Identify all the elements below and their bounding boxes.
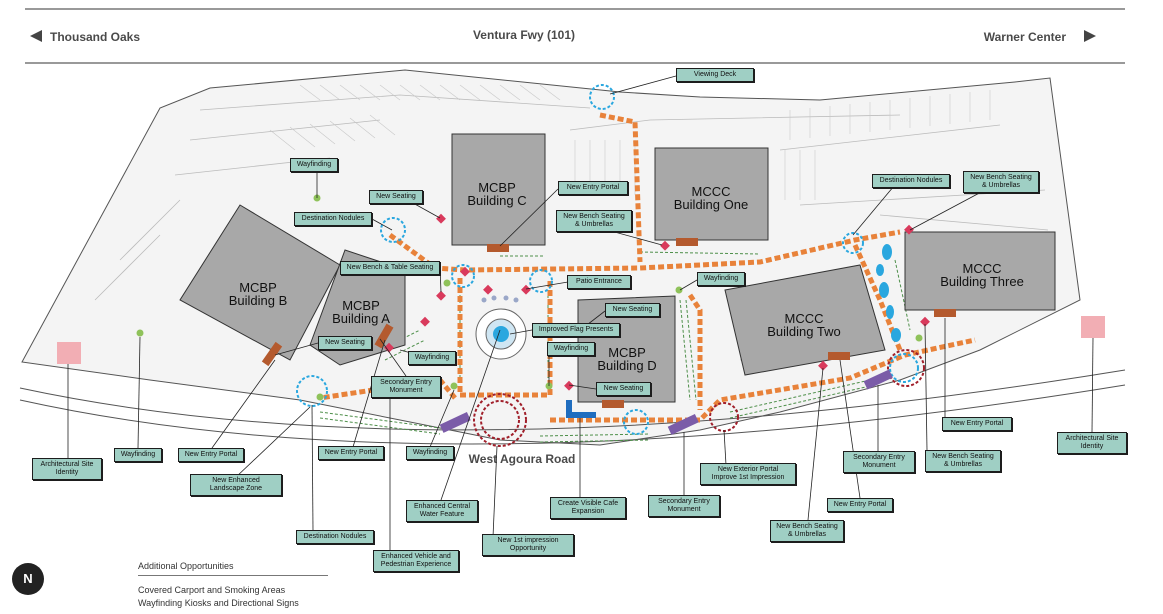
callout-wayfinding-north: Wayfinding <box>290 158 338 172</box>
ventura-fwy-label: Ventura Fwy (101) <box>473 28 575 42</box>
cafe-expansion <box>566 400 596 418</box>
west-agoura-road-label: West Agoura Road <box>469 452 576 466</box>
entry-portals <box>261 238 956 408</box>
building-mccc-two <box>724 264 886 376</box>
mcbp-a-line1: MCBP <box>342 298 380 313</box>
building-mcbp-b <box>179 204 341 361</box>
callout-secondary-entry-monument-west: Secondary Entry Monument <box>371 376 441 398</box>
callout-new-exterior-portal: New Exterior Portal Improve 1st Impressi… <box>700 463 796 485</box>
callout-leaders <box>67 75 1094 550</box>
callout-destination-nodules-south: Destination Nodules <box>296 530 374 544</box>
callout-enhanced-central-water-feature: Enhanced Central Water Feature <box>406 500 478 522</box>
mcbp-a-line2: Building A <box>332 311 390 326</box>
callout-new-entry-portal-a: New Entry Portal <box>318 446 384 460</box>
callout-wayfinding-d: Wayfinding <box>547 342 595 356</box>
mccc-one-line2: Building One <box>674 197 748 212</box>
callout-viewing-deck: Viewing Deck <box>676 68 754 82</box>
opportunities-title: Additional Opportunities <box>138 561 234 571</box>
callout-wayfinding-a: Wayfinding <box>408 351 456 365</box>
callout-enhanced-vehicle-pedestrian: Enhanced Vehicle and Pedestrian Experien… <box>373 550 459 572</box>
opportunity-carport: Covered Carport and Smoking Areas <box>138 585 286 595</box>
building-mccc-one <box>654 147 769 241</box>
right-arrow-icon <box>1084 30 1096 42</box>
callout-patio-entrance: Patio Entrance <box>567 275 631 289</box>
callout-architectural-site-identity-west: Architectural Site Identity <box>32 458 102 480</box>
water-stream <box>876 244 901 342</box>
mcbp-d-line2: Building D <box>597 358 656 373</box>
callout-new-first-impression: New 1st impression Opportunity <box>482 534 574 556</box>
callout-new-entry-portal-two: New Entry Portal <box>827 498 893 512</box>
callout-secondary-entry-monument-south: Secondary Entry Monument <box>648 495 720 517</box>
mccc-three-line2: Building Three <box>940 274 1024 289</box>
callout-architectural-site-identity-east: Architectural Site Identity <box>1057 432 1127 454</box>
callout-destination-nodules-east: Destination Nodules <box>872 174 950 188</box>
opportunities-divider <box>138 575 328 576</box>
callout-bench-seating-three-south: New Bench Seating & Umbrellas <box>925 450 1001 472</box>
site-identity-west <box>57 342 81 364</box>
callout-new-entry-portal-b: New Entry Portal <box>178 448 244 462</box>
mccc-two-line1: MCCC <box>785 311 824 326</box>
parking-stalls <box>269 84 991 200</box>
building-mcbp-c <box>451 133 546 246</box>
mcbp-c-line2: Building C <box>467 193 526 208</box>
mccc-three-line1: MCCC <box>963 261 1002 276</box>
callout-new-seating-b: New Seating <box>318 336 372 350</box>
left-arrow-icon <box>30 30 42 42</box>
callout-new-seating-c: New Seating <box>369 190 423 204</box>
destination-nodules <box>296 84 919 435</box>
mcbp-c-line1: MCBP <box>478 180 516 195</box>
mccc-one-line1: MCCC <box>692 184 731 199</box>
callout-bench-seating-three: New Bench Seating & Umbrellas <box>963 171 1039 193</box>
north-label: N <box>23 571 33 586</box>
mccc-two-line2: Building Two <box>767 324 840 339</box>
seating-markers <box>384 213 930 391</box>
callout-wayfinding-two: Wayfinding <box>697 272 745 286</box>
building-mccc-three <box>904 231 1056 311</box>
building-mcbp-d <box>577 295 676 403</box>
thousand-oaks-label: Thousand Oaks <box>50 30 140 44</box>
callout-enhanced-landscape-zone: New Enhanced Landscape Zone <box>190 474 282 496</box>
callout-cafe-expansion: Create Visible Cafe Expansion <box>550 497 626 519</box>
opportunity-kiosks: Wayfinding Kiosks and Directional Signs <box>138 598 299 608</box>
callout-bench-seating-one: New Bench Seating & Umbrellas <box>556 210 632 232</box>
callout-improved-flag-presents: Improved Flag Presents <box>532 323 620 337</box>
warner-center-label: Warner Center <box>984 30 1067 44</box>
west-agoura-road <box>19 369 1126 445</box>
mcbp-b-line2: Building B <box>229 293 288 308</box>
callout-destination-nodules-west: Destination Nodules <box>294 212 372 226</box>
secondary-entry-monuments <box>439 369 893 435</box>
site-identity-east <box>1081 316 1105 338</box>
callout-wayfinding-southwest: Wayfinding <box>114 448 162 462</box>
callout-secondary-entry-monument-east: Secondary Entry Monument <box>843 451 915 473</box>
mcbp-d-line1: MCBP <box>608 345 646 360</box>
callout-new-seating-d-bottom: New Seating <box>596 382 651 396</box>
wayfinding-markers <box>136 194 923 401</box>
callout-bench-seating-two: New Bench Seating & Umbrellas <box>770 520 844 542</box>
callout-wayfinding-south: Wayfinding <box>406 446 454 460</box>
callout-bench-table-seating: New Bench & Table Seating <box>340 261 440 275</box>
callout-new-entry-portal-c: New Entry Portal <box>558 181 628 195</box>
north-arrow-icon: N <box>12 563 44 595</box>
callout-new-seating-d-top: New Seating <box>605 303 660 317</box>
mcbp-b-line1: MCBP <box>239 280 277 295</box>
callout-new-entry-portal-three: New Entry Portal <box>942 417 1012 431</box>
